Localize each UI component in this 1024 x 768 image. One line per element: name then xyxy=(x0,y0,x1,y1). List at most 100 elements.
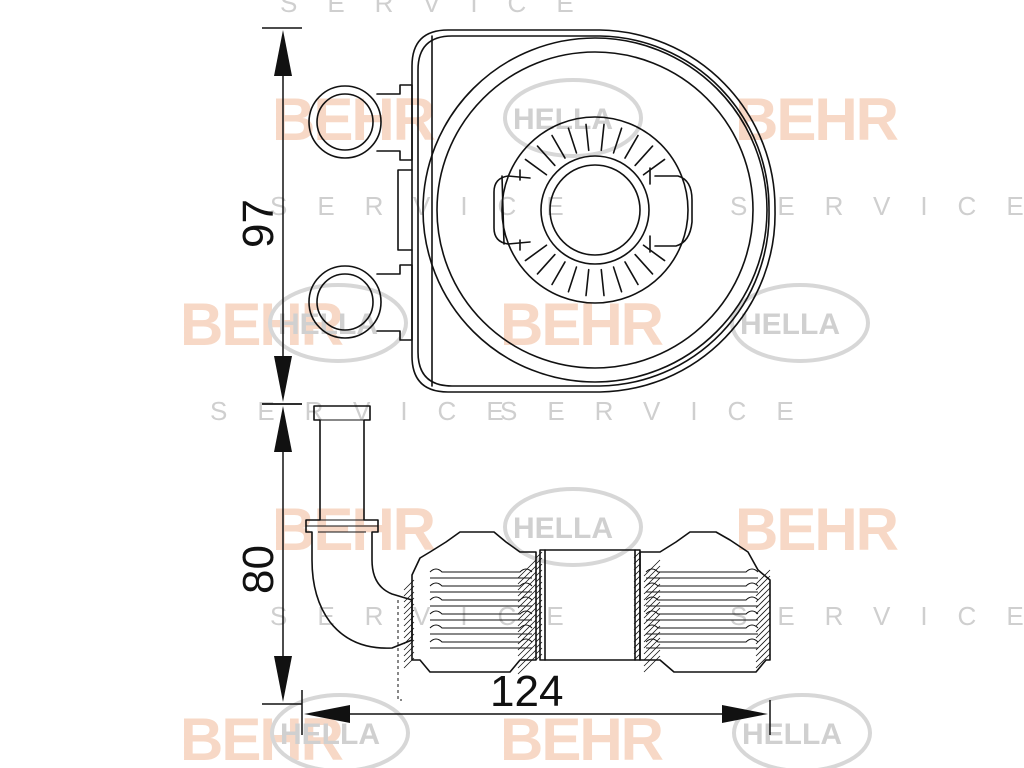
watermark-behr: BEHR xyxy=(272,496,436,563)
upper-pipe-outer xyxy=(308,85,382,159)
ring-tooth xyxy=(642,158,666,176)
top-view xyxy=(308,29,776,393)
hatch-line xyxy=(633,605,641,613)
hatch-line xyxy=(535,629,543,637)
ring-tooth xyxy=(551,134,566,159)
svg-text:HELLA: HELLA xyxy=(513,512,613,545)
dimension-arrow-down xyxy=(274,356,292,402)
hatch-line xyxy=(633,593,641,601)
hatch-line xyxy=(643,607,661,625)
ring-tooth xyxy=(624,134,639,159)
cooler-fins xyxy=(429,568,759,649)
hatch-line xyxy=(403,633,415,645)
hatch-line xyxy=(535,617,543,625)
watermark-behr: BEHR xyxy=(500,706,664,768)
hatch-line xyxy=(755,569,771,585)
hatch-line xyxy=(535,599,543,607)
left-clip-tab xyxy=(501,169,521,251)
hatch-line xyxy=(633,587,641,595)
hatch-line xyxy=(403,591,415,603)
ring-tooth xyxy=(551,261,566,286)
hatch-line xyxy=(517,595,537,615)
watermark-service: SERVICE xyxy=(730,191,1024,221)
hatch-line xyxy=(643,649,661,667)
hatch-line xyxy=(535,605,543,613)
hatch-line xyxy=(535,593,543,601)
hatch-line xyxy=(517,643,537,663)
ring-tooth xyxy=(642,244,666,262)
hatch-line xyxy=(517,649,537,669)
hatch-line xyxy=(535,581,543,589)
center-filter-housing xyxy=(539,549,641,661)
hatch-line xyxy=(755,623,771,639)
watermark-behr: BEHR xyxy=(735,496,899,563)
lower-pipe-inner xyxy=(316,273,374,331)
hatch-line xyxy=(755,653,771,669)
watermark-layer: BEHR BEHR BEHR BEHR BEHR BEHR BEHR BEHR … xyxy=(180,0,1024,768)
watermark-service: SERVICE xyxy=(500,396,824,426)
lower-pipe-stub xyxy=(376,264,413,341)
cooler-disc-outer xyxy=(422,37,768,383)
hatch-line xyxy=(517,565,537,585)
hatch-line xyxy=(643,619,661,637)
watermark-hella: HELLA xyxy=(270,693,410,768)
hatch-line xyxy=(517,589,537,609)
hatch-line xyxy=(403,615,415,627)
section-hatching xyxy=(403,551,771,675)
center-bore-inner xyxy=(549,164,641,256)
hatch-line xyxy=(633,617,641,625)
hatch-line xyxy=(643,643,661,661)
hatch-line xyxy=(755,647,771,663)
upper-pipe-stub xyxy=(376,84,413,161)
dimension-arrow-down xyxy=(274,656,292,702)
ring-tooth xyxy=(585,268,590,297)
hatch-line xyxy=(535,623,543,631)
fin-right xyxy=(645,610,759,615)
watermark-hella: HELLA xyxy=(503,487,643,567)
hatch-line xyxy=(633,575,641,583)
hatch-line xyxy=(755,617,771,633)
hatch-line xyxy=(643,565,661,583)
right-clip xyxy=(654,175,693,247)
hatch-line xyxy=(535,641,543,649)
cooler-stack-outline-right xyxy=(639,531,771,673)
hatch-line xyxy=(643,631,661,649)
svg-text:HELLA: HELLA xyxy=(740,308,840,341)
ring-tooth xyxy=(612,127,623,154)
watermark-hella: HELLA xyxy=(503,78,643,158)
cooler-disc-inner xyxy=(436,51,754,369)
hatch-line xyxy=(643,559,661,577)
hatch-line xyxy=(755,605,771,621)
fin-left xyxy=(429,596,533,601)
hatch-line xyxy=(403,645,415,657)
hatch-line xyxy=(633,599,641,607)
fin-right xyxy=(645,638,759,643)
hatch-line xyxy=(755,611,771,627)
housing-outline xyxy=(411,29,776,393)
dimension-arrow-up xyxy=(274,406,292,452)
hatch-line xyxy=(517,631,537,651)
center-ring-teeth xyxy=(524,123,666,297)
hatch-line xyxy=(633,569,641,577)
ring-tooth xyxy=(524,158,548,176)
svg-text:HELLA: HELLA xyxy=(742,718,842,751)
watermark-behr: BEHR xyxy=(735,86,899,153)
ring-tooth xyxy=(567,266,578,293)
ring-tooth xyxy=(624,261,639,286)
watermark-service: SERVICE xyxy=(210,396,534,426)
dimension-label-80: 80 xyxy=(234,545,283,594)
hatch-line xyxy=(403,651,415,663)
fin-left xyxy=(429,624,533,629)
dimension-arrow-left xyxy=(304,705,350,723)
watermark-behr: BEHR xyxy=(272,86,436,153)
ring-tooth xyxy=(612,266,623,293)
hatch-line xyxy=(403,597,415,609)
hatch-line xyxy=(633,623,641,631)
hatch-line xyxy=(403,609,415,621)
ring-tooth xyxy=(600,123,605,152)
hatch-line xyxy=(633,647,641,655)
hatch-line xyxy=(755,581,771,597)
watermark-service: SERVICE xyxy=(730,601,1024,631)
watermark-hella: HELLA xyxy=(730,283,870,363)
